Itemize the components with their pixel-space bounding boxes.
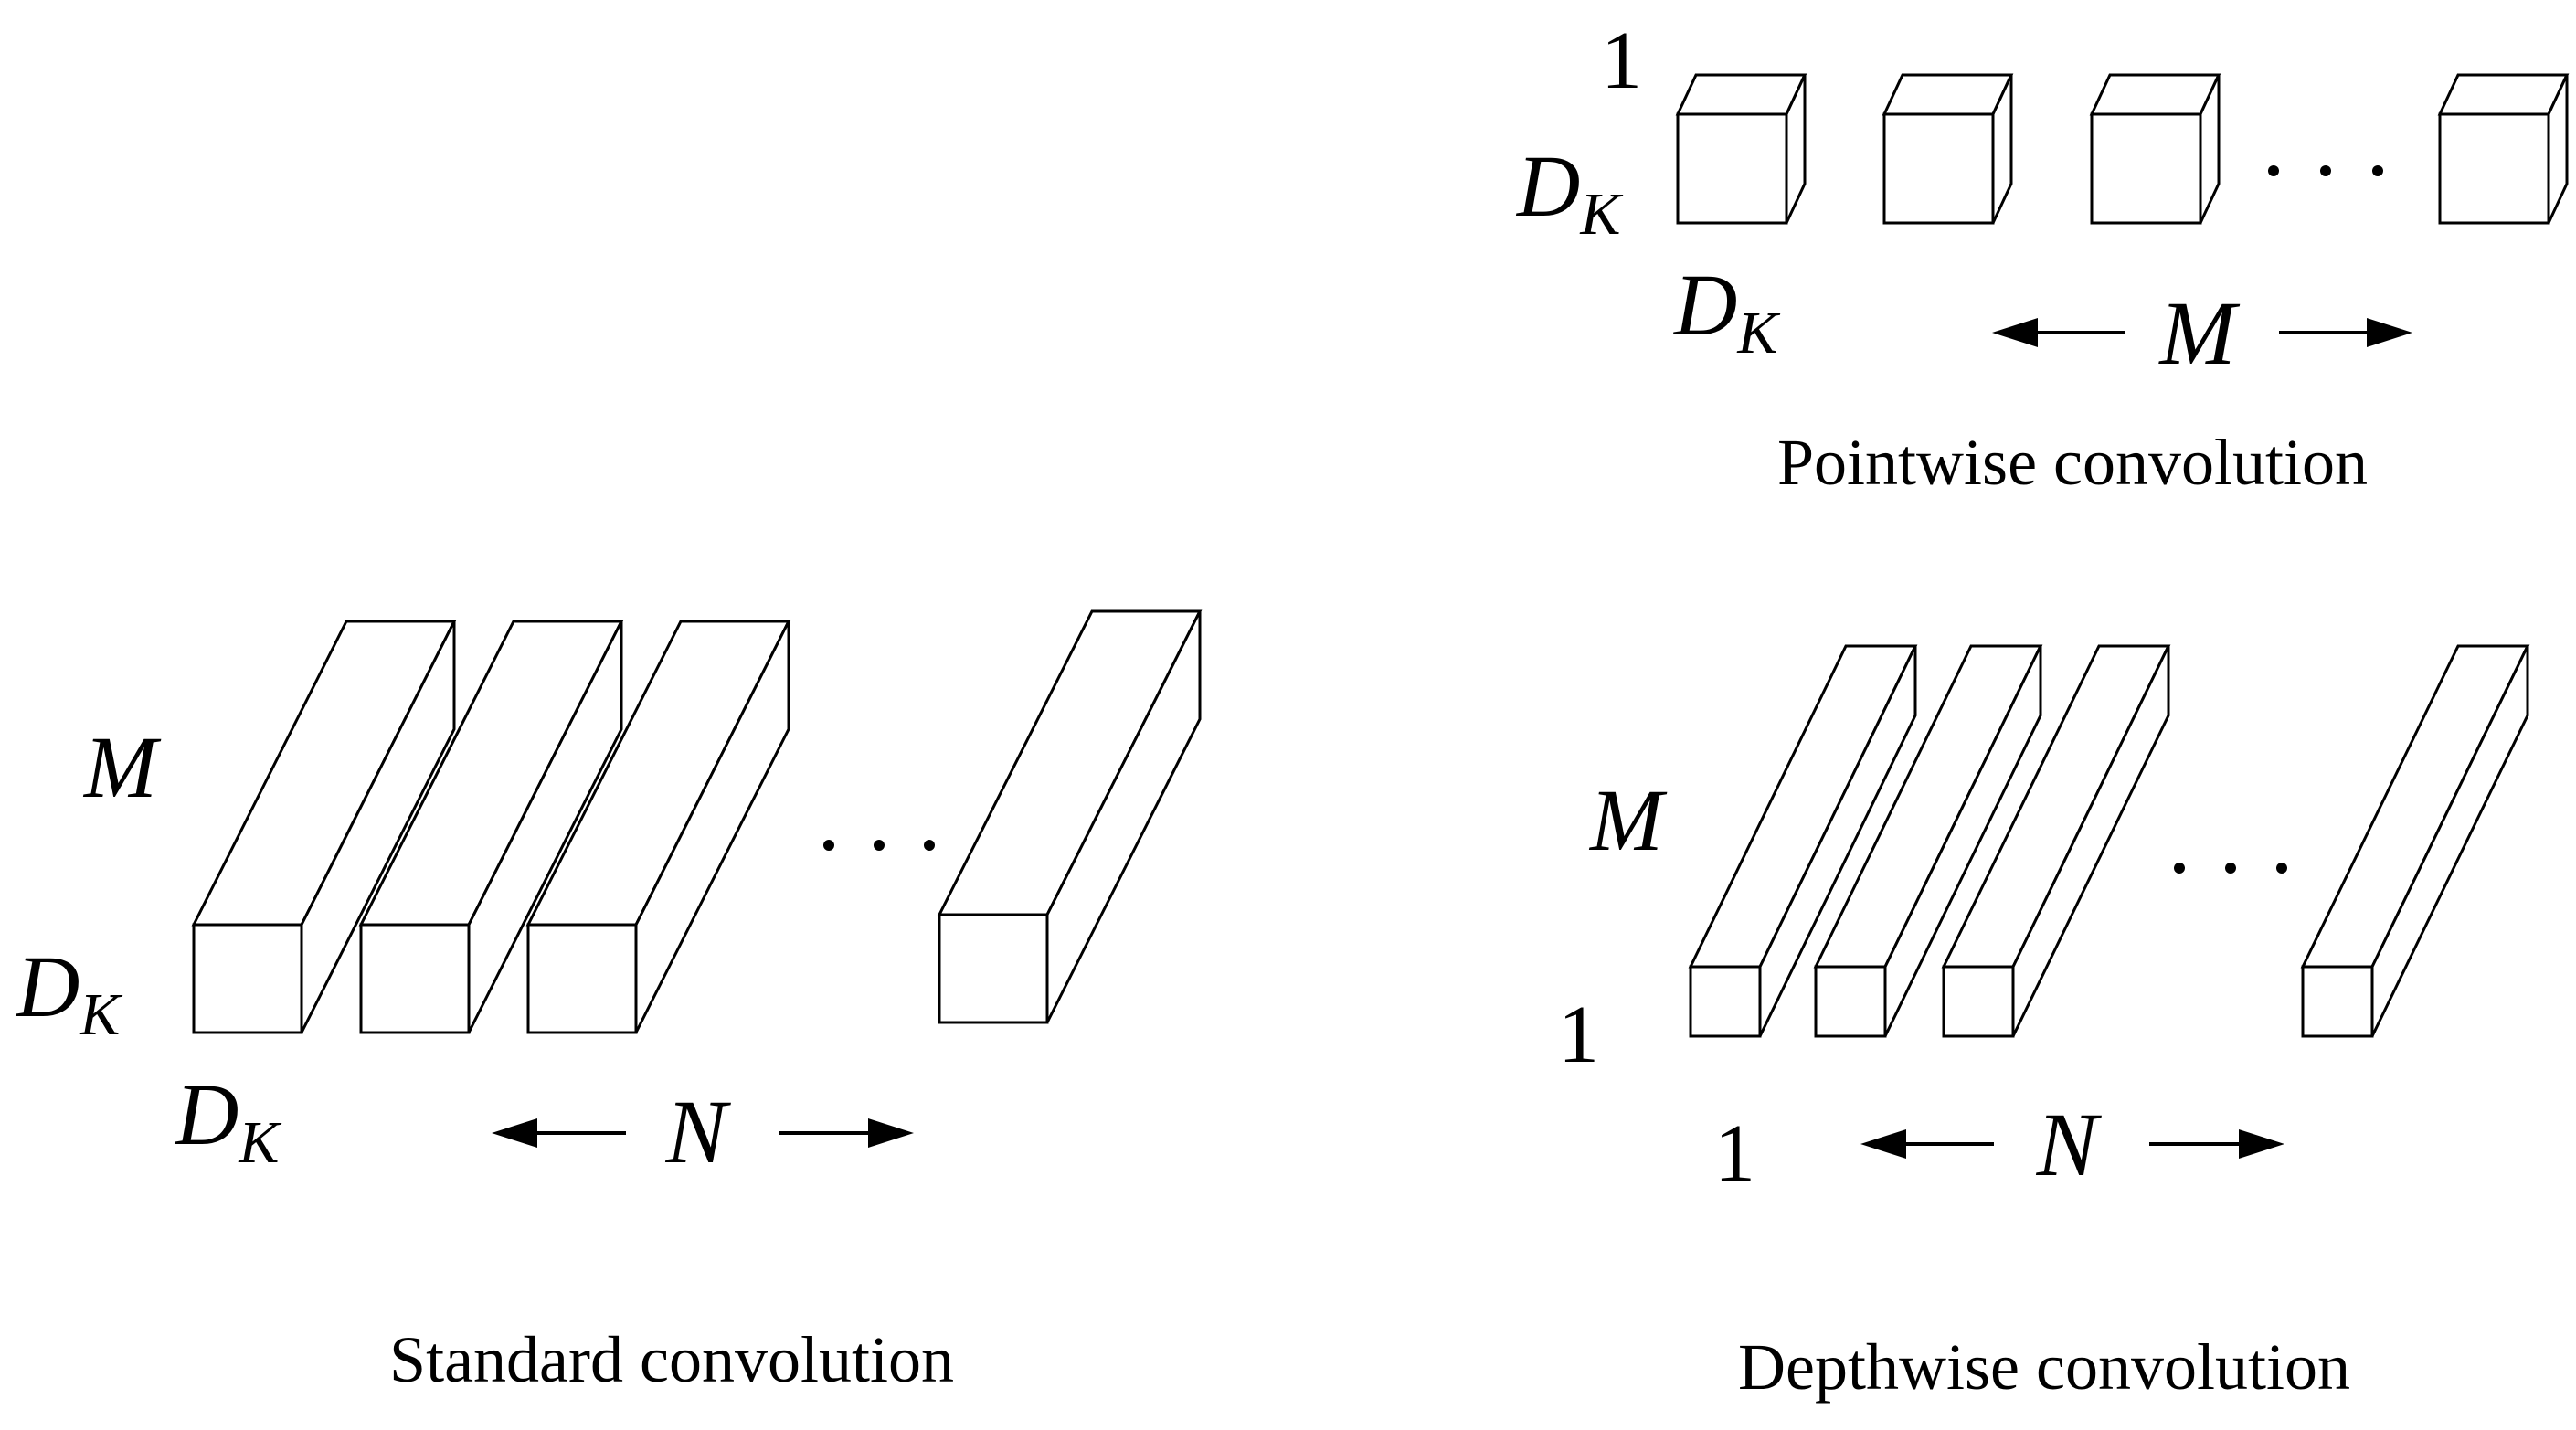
pointwise-filter — [2437, 73, 2570, 225]
pointwise-width-label-main: D — [1672, 256, 1737, 354]
depthwise-width-label: 1 — [1714, 1108, 1755, 1199]
pointwise-filter — [1675, 73, 1807, 225]
pointwise-count-arrow: M — [1992, 282, 2412, 384]
pointwise-depth-label: 1 — [1601, 16, 1642, 106]
left-arrow-icon — [1992, 318, 2125, 347]
standard-height-label: DK — [15, 937, 122, 1048]
pointwise-count-label: M — [2157, 282, 2240, 384]
standard-depth-label: M — [82, 718, 162, 816]
depthwise-filter — [1813, 644, 2043, 1038]
standard-ellipsis — [823, 840, 935, 851]
standard-width-label-main: D — [174, 1065, 239, 1163]
depthwise-count-label: N — [2036, 1094, 2103, 1195]
pointwise-filters — [1675, 73, 2570, 225]
pointwise-convolution-panel: 1 DK DK M Pointwise convolution — [1515, 16, 2570, 499]
right-arrow-icon — [779, 1118, 914, 1148]
pointwise-height-label: DK — [1515, 137, 1623, 248]
pointwise-width-label: DK — [1672, 256, 1780, 366]
standard-filters — [191, 609, 1203, 1034]
standard-filter — [525, 620, 791, 1034]
standard-count-label: N — [665, 1081, 732, 1182]
depthwise-height-label: 1 — [1558, 990, 1599, 1080]
depthwise-filter — [2300, 644, 2530, 1038]
left-arrow-icon — [1860, 1129, 1994, 1159]
pointwise-height-label-main: D — [1515, 137, 1580, 235]
left-arrow-icon — [492, 1118, 626, 1148]
depthwise-depth-label: M — [1588, 771, 1668, 869]
standard-caption: Standard convolution — [389, 1323, 954, 1396]
right-arrow-icon — [2149, 1129, 2284, 1159]
pointwise-caption: Pointwise convolution — [1777, 426, 2368, 499]
standard-convolution-panel: M DK DK N Standard convolution — [15, 609, 1203, 1396]
pointwise-filter — [1882, 73, 2014, 225]
standard-height-label-sub: K — [79, 981, 122, 1048]
standard-filter — [191, 620, 457, 1034]
standard-width-label: DK — [174, 1065, 281, 1176]
pointwise-height-label-sub: K — [1579, 181, 1623, 248]
pointwise-ellipsis — [2268, 165, 2383, 176]
pointwise-width-label-sub: K — [1736, 300, 1780, 366]
depthwise-filters — [1688, 644, 2530, 1038]
standard-filter — [358, 620, 624, 1034]
standard-height-label-main: D — [15, 937, 80, 1035]
standard-width-label-sub: K — [238, 1109, 281, 1176]
depthwise-filter — [1941, 644, 2171, 1038]
right-arrow-icon — [2279, 318, 2412, 347]
depthwise-ellipsis — [2174, 863, 2287, 874]
standard-filter — [937, 609, 1203, 1024]
standard-count-arrow: N — [492, 1081, 914, 1182]
pointwise-filter — [2089, 73, 2221, 225]
depthwise-caption: Depthwise convolution — [1738, 1330, 2350, 1404]
depthwise-filter — [1688, 644, 1918, 1038]
depthwise-convolution-panel: M 1 1 N Depthwise convolution — [1558, 644, 2530, 1404]
depthwise-count-arrow: N — [1860, 1094, 2284, 1195]
